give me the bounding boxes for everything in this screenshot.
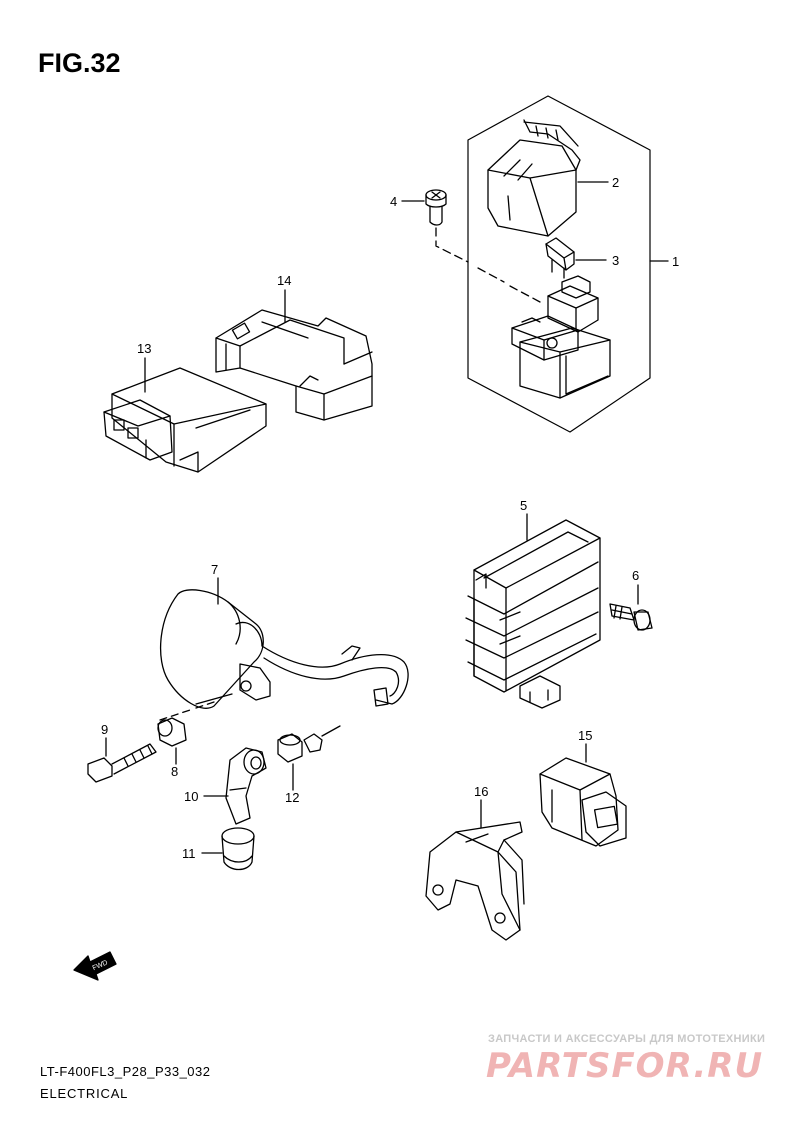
- assembly-frame-1: [467, 95, 651, 433]
- watermark-logo: PARTSFOR.RU: [486, 1046, 764, 1086]
- dash-line-4: [435, 227, 541, 303]
- part-5-regulator: [465, 519, 601, 709]
- callout-7: 7: [211, 562, 218, 577]
- callout-12: 12: [285, 790, 299, 805]
- callout-14: 14: [277, 273, 291, 288]
- figure-title: FIG.32: [38, 48, 121, 78]
- part-3-fuse: [545, 237, 575, 279]
- part-1-starter-relay: [511, 275, 611, 399]
- fwd-arrow-icon: FWD: [73, 951, 117, 981]
- part-12-terminal: [277, 725, 341, 763]
- callout-15: 15: [578, 728, 592, 743]
- part-11-boot: [221, 827, 255, 871]
- callout-9: 9: [101, 722, 108, 737]
- part-9-bolt: [87, 743, 157, 783]
- dash-line-9: [159, 701, 215, 721]
- callout-3: 3: [612, 253, 619, 268]
- part-13-ecm: [103, 367, 267, 473]
- part-15-connector: [539, 757, 627, 847]
- callout-11: 11: [182, 846, 196, 861]
- watermark-tagline: ЗАПЧАСТИ И АКСЕССУАРЫ ДЛЯ МОТОТЕХНИКИ: [488, 1033, 766, 1045]
- part-2-relay-cover: [487, 119, 581, 237]
- callout-16: 16: [474, 784, 488, 799]
- part-6-bolt: [609, 603, 653, 631]
- callout-4: 4: [390, 194, 397, 209]
- callout-6: 6: [632, 568, 639, 583]
- callout-13: 13: [137, 341, 151, 356]
- callout-10: 10: [184, 789, 198, 804]
- part-4-screw: [425, 189, 447, 226]
- model-code: LT-F400FL3_P28_P33_032: [40, 1064, 211, 1079]
- callout-8: 8: [171, 764, 178, 779]
- part-7-ignition-coil: [159, 589, 409, 709]
- part-8-spacer: [157, 717, 187, 747]
- callout-5: 5: [520, 498, 527, 513]
- section-name: ELECTRICAL: [40, 1086, 129, 1101]
- part-14-holder: [215, 309, 373, 421]
- callout-1: 1: [672, 254, 679, 269]
- callout-2: 2: [612, 175, 619, 190]
- part-16-bracket: [425, 821, 525, 941]
- part-10-plug-cap: [225, 747, 267, 825]
